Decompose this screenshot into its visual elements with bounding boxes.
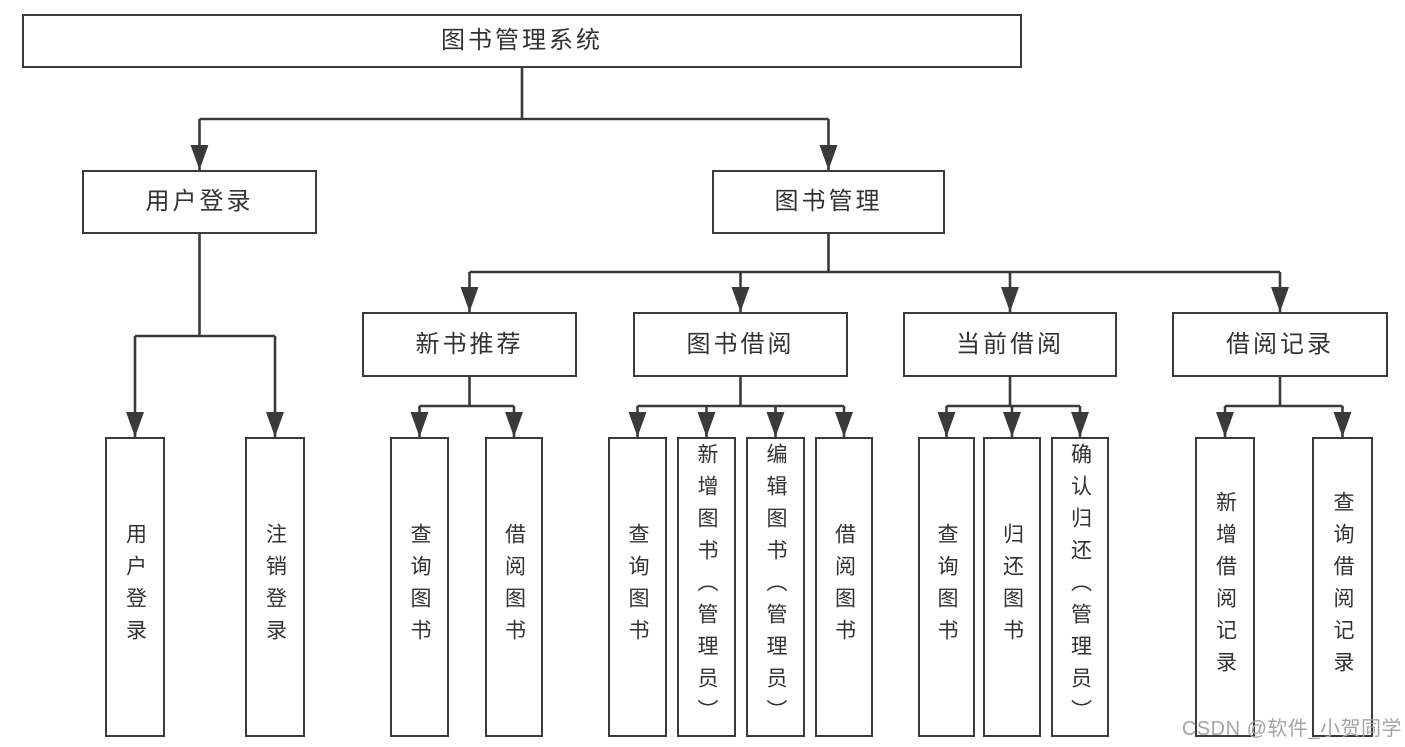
leaf-query-borrow-record: 查询借阅记录 [1312,437,1373,737]
node-book-management: 图书管理 [712,170,945,234]
leaf-add-borrow-record: 新增借阅记录 [1195,437,1255,737]
leaf-borrow-books-recommend: 借阅图书 [485,437,543,737]
leaf-label: 编辑图书（管理员） [764,443,787,731]
node-label: 图书管理系统 [441,27,603,54]
leaf-label: 归还图书 [1000,523,1024,651]
leaf-label: 注销登录 [263,523,287,651]
leaf-query-books-recommend: 查询图书 [390,437,449,737]
leaf-label: 用户登录 [123,523,147,651]
leaf-edit-books-admin: 编辑图书（管理员） [746,437,805,737]
leaf-confirm-return-admin: 确认归还（管理员） [1051,437,1109,737]
leaf-borrow-books-borrowing: 借阅图书 [815,437,873,737]
leaf-label: 确认归还（管理员） [1068,443,1092,731]
node-label: 用户登录 [145,188,254,215]
leaf-user-login: 用户登录 [105,437,165,737]
leaf-label: 新增借阅记录 [1213,491,1237,683]
leaf-label: 查询图书 [408,523,431,651]
leaf-label: 查询图书 [626,523,649,651]
node-borrowing-records: 借阅记录 [1172,312,1388,377]
csdn-watermark: CSDN @软件_小贺同学 [1181,718,1402,740]
leaf-label: 借阅图书 [832,523,856,651]
leaf-query-books-borrowing: 查询图书 [608,437,667,737]
leaf-label: 新增图书（管理员） [695,443,718,731]
leaf-return-books: 归还图书 [983,437,1041,737]
leaf-logout: 注销登录 [245,437,305,737]
node-label: 图书管理 [774,188,883,215]
node-new-book-recommend: 新书推荐 [362,312,577,377]
node-label: 新书推荐 [415,330,524,358]
node-current-borrowing: 当前借阅 [903,312,1117,377]
leaf-label: 查询图书 [935,523,958,651]
node-book-borrowing: 图书借阅 [633,312,848,377]
node-library-management-system: 图书管理系统 [22,14,1022,68]
node-label: 借阅记录 [1226,330,1334,358]
leaf-label: 借阅图书 [502,523,526,651]
arrow-connectors [126,119,1352,437]
node-label: 当前借阅 [956,330,1064,358]
leaf-add-books-admin: 新增图书（管理员） [677,437,736,737]
leaf-label: 查询借阅记录 [1331,491,1354,683]
node-label: 图书借阅 [686,330,795,358]
leaf-query-books-current: 查询图书 [918,437,975,737]
node-user-login: 用户登录 [82,170,317,234]
